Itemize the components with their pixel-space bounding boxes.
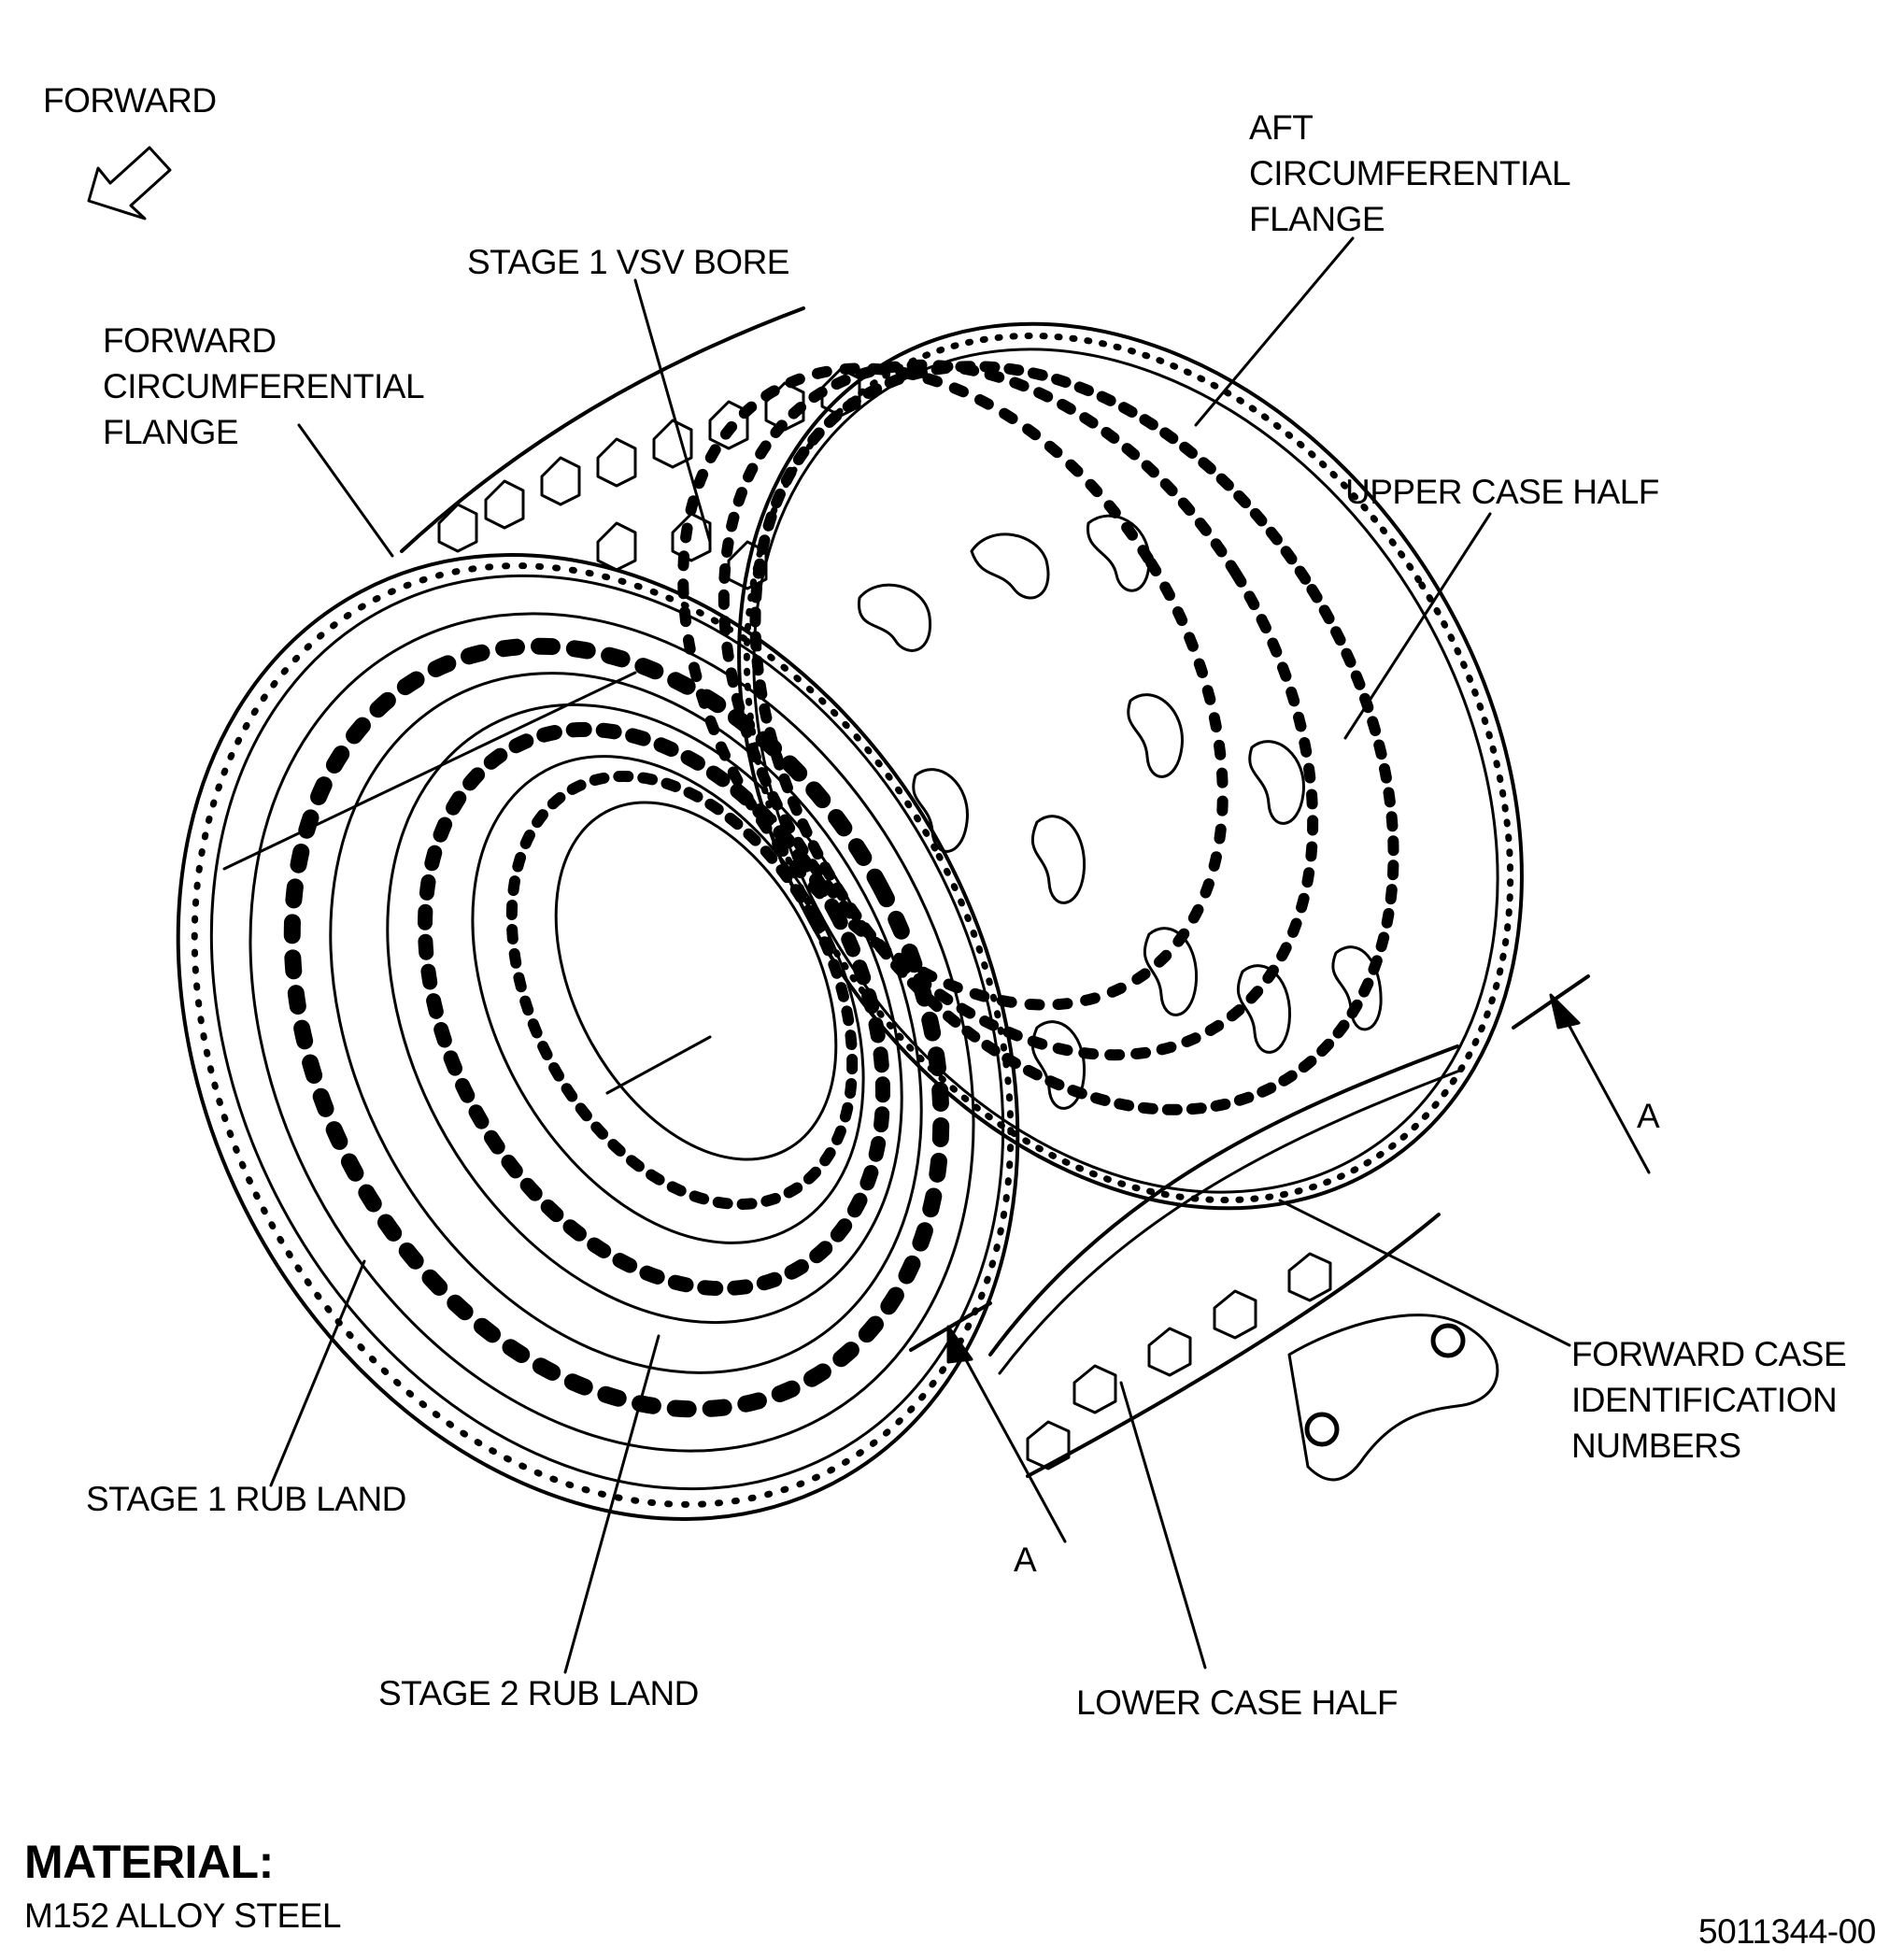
view-a-right-arrowhead [1549, 993, 1581, 1030]
upper-case-half-label: UPPER CASE HALF [1345, 473, 1659, 511]
material-heading: MATERIAL: [24, 1836, 274, 1888]
vsv-boss-row-1 [749, 361, 1399, 1115]
stage1-rub-land-inner [329, 672, 923, 1374]
view-a-bottom-arrow-line [951, 1334, 1067, 1543]
view-a-bottom-arrowhead [946, 1325, 973, 1364]
aft-flange-label: AFT CIRCUMFERENTIAL FLANGE [1249, 108, 1571, 238]
stage2-rub-land-label: STAGE 2 RUB LAND [378, 1674, 699, 1712]
lug-hole-2 [1304, 1412, 1340, 1447]
forward-case-id-label: FORWARD CASE IDENTIFICATION NUMBERS [1571, 1335, 1847, 1465]
split-line-lower [998, 1068, 1464, 1375]
lower-case-half-label: LOWER CASE HALF [1076, 1683, 1399, 1722]
vsv-boss-row-2 [717, 359, 1319, 1061]
stage1-rub-land-outer [249, 612, 975, 1453]
stage1-vsv-bore-label: STAGE 1 VSV BORE [467, 243, 789, 281]
view-a-section-line-right [1512, 974, 1590, 1030]
stage3-bolts [505, 771, 859, 1210]
forward-flange-label: FORWARD CIRCUMFERENTIAL FLANGE [103, 321, 425, 451]
inner-split-line-bottom [605, 1035, 712, 1095]
split-line-upper [988, 1044, 1459, 1356]
forward-arrow-label: FORWARD [43, 81, 217, 120]
lug-hole-1 [1430, 1323, 1466, 1358]
stage2-rub-land-outer [386, 703, 903, 1325]
stage3-inner [554, 801, 838, 1161]
forward-flange-outer [176, 553, 1020, 1521]
stage1-rub-land-label: STAGE 1 RUB LAND [86, 1480, 406, 1518]
forward-arrow-icon [87, 146, 172, 220]
inner-split-line-top [222, 671, 637, 871]
kidney-bosses [858, 514, 1383, 1110]
aft-flange-inner [752, 348, 1499, 1194]
view-a-bottom-label: A [1014, 1541, 1037, 1579]
mounting-lug [1287, 1314, 1499, 1482]
view-a-section-line-bottom [909, 1301, 992, 1352]
aft-flange-outer [737, 321, 1524, 1211]
vsv-posts [437, 367, 861, 590]
leader-lines [269, 236, 1571, 1674]
lower-case-bosses [1026, 1252, 1332, 1470]
stage1-bolts [283, 637, 950, 1418]
case-lower-edge [1026, 1213, 1441, 1478]
forward-flange-inner [209, 574, 1005, 1491]
material-value: M152 ALLOY STEEL [24, 1896, 341, 1935]
stage2-bolts [418, 721, 890, 1297]
stage2-rub-land-inner [471, 755, 865, 1244]
case-upper-edge [400, 306, 805, 553]
forward-flange-holes [191, 562, 1015, 1508]
figure-number: 5011344-00 [1698, 1912, 1876, 1951]
view-a-right-label: A [1637, 1097, 1660, 1135]
view-a-right-arrow-line [1558, 1007, 1651, 1174]
vsv-boss-row-3 [677, 362, 1229, 1011]
